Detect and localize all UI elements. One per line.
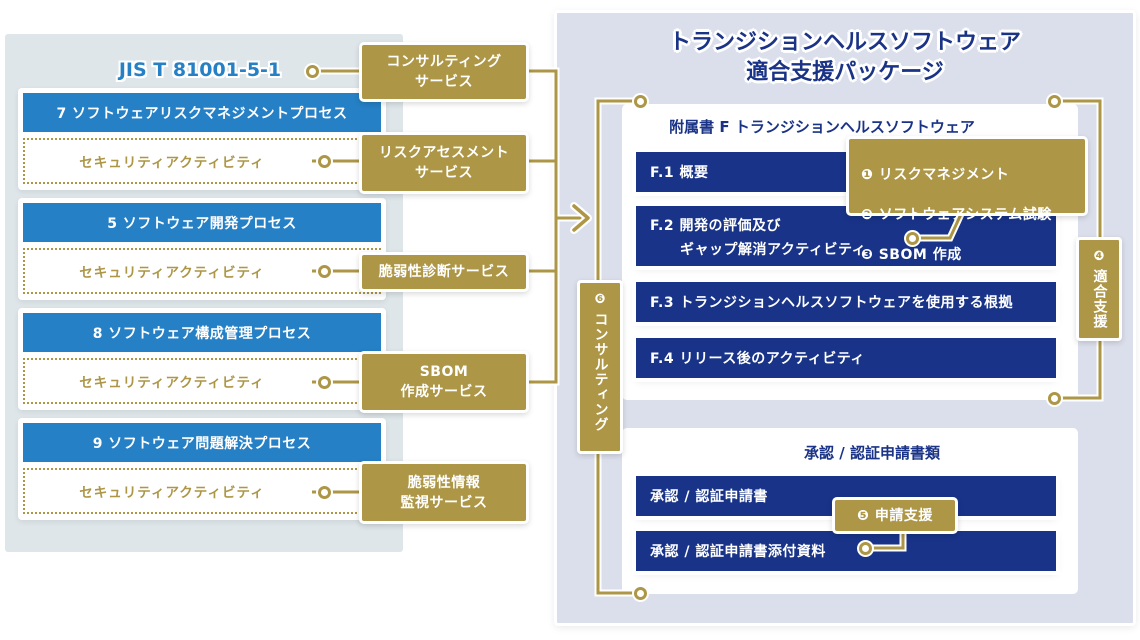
application-docs-title: 承認 / 認証申請書類: [804, 444, 940, 462]
connector-node: [306, 65, 319, 78]
application-item: 承認 / 認証申請書添付資料: [632, 527, 1060, 575]
connector-node: [634, 587, 647, 600]
process-heading: 8 ソフトウェア構成管理プロセス: [23, 313, 381, 352]
consulting-side-tab[interactable]: ❻ コンサルティング: [577, 280, 623, 454]
annex-item-label: F.1 概要: [650, 165, 709, 181]
process-card-8: 8 ソフトウェア構成管理プロセス セキュリティアクティビティ: [18, 308, 386, 410]
wire: [865, 528, 905, 550]
annex-item-label: F.2 開発の評価及び: [650, 218, 781, 234]
tab-label: 適合支援: [1091, 269, 1108, 329]
annex-item-f2: F.2 開発の評価及び ギャップ解消アクティビティ: [632, 202, 1060, 270]
connector-node: [318, 265, 331, 278]
annex-item-label-line2: ギャップ解消アクティビティ: [680, 242, 867, 258]
callout-item-risk-management: ❶ リスクマネジメント: [861, 167, 1010, 183]
application-support-callout[interactable]: ❺ 申請支援: [832, 497, 958, 534]
connector-node: [859, 542, 872, 555]
callout-item-sbom: ❸ SBOM 作成: [861, 247, 962, 263]
process-card-7: 7 ソフトウェアリスクマネジメントプロセス セキュリティアクティビティ: [18, 88, 386, 190]
risk-assessment-service-button[interactable]: リスクアセスメント サービス: [359, 132, 529, 194]
tab-number: ❻: [594, 292, 606, 307]
vulnerability-assessment-service-button[interactable]: 脆弱性診断サービス: [359, 252, 529, 292]
sbom-service-button[interactable]: SBOM 作成サービス: [359, 351, 529, 413]
annex-item-f4: F.4 リリース後のアクティビティ: [632, 334, 1060, 382]
process-card-9: 9 ソフトウェア問題解決プロセス セキュリティアクティビティ: [18, 418, 386, 520]
connector-node: [1048, 392, 1061, 405]
annex-item-label: F.4 リリース後のアクティビティ: [650, 351, 865, 367]
consulting-service-button[interactable]: コンサルティング サービス: [359, 42, 529, 102]
tab-number: ❹: [1093, 249, 1105, 264]
tab-label: コンサルティング: [592, 312, 609, 432]
process-heading: 9 ソフトウェア問題解決プロセス: [23, 423, 381, 462]
wire: [915, 211, 964, 240]
conformity-side-tab[interactable]: ❹ 適合支援: [1076, 237, 1122, 341]
connector-node: [318, 155, 331, 168]
wire: [528, 69, 558, 384]
package-title: トランジションヘルスソフトウェア 適合支援パッケージ: [668, 30, 1021, 85]
connector-node: [318, 486, 331, 499]
annex-item-f3: F.3 トランジションヘルスソフトウェアを使用する根拠: [632, 278, 1060, 326]
vulnerability-monitoring-service-button[interactable]: 脆弱性情報 監視サービス: [359, 461, 529, 524]
annex-item-label: F.3 トランジションヘルスソフトウェアを使用する根拠: [650, 295, 1013, 311]
annex-support-callout[interactable]: ❶ リスクマネジメント ❷ ソフトウェアシステム試験 ❸ SBOM 作成: [846, 136, 1088, 263]
process-card-5: 5 ソフトウェア開発プロセス セキュリティアクティビティ: [18, 198, 386, 300]
connector-node: [634, 95, 647, 108]
process-heading: 5 ソフトウェア開発プロセス: [23, 203, 381, 242]
annex-f-title: 附属書 F トランジションヘルスソフトウェア: [669, 118, 975, 136]
connector-node: [1048, 95, 1061, 108]
application-item-label: 承認 / 認証申請書添付資料: [650, 544, 826, 560]
arrow-right-icon: [570, 202, 592, 234]
standard-title: JIS T 81001-5-1: [118, 59, 282, 81]
callout-item-system-test: ❷ ソフトウェアシステム試験: [861, 207, 1052, 223]
connector-node: [906, 232, 919, 245]
connector-node: [318, 376, 331, 389]
application-item-label: 承認 / 認証申請書: [650, 489, 768, 505]
process-heading: 7 ソフトウェアリスクマネジメントプロセス: [23, 93, 381, 132]
